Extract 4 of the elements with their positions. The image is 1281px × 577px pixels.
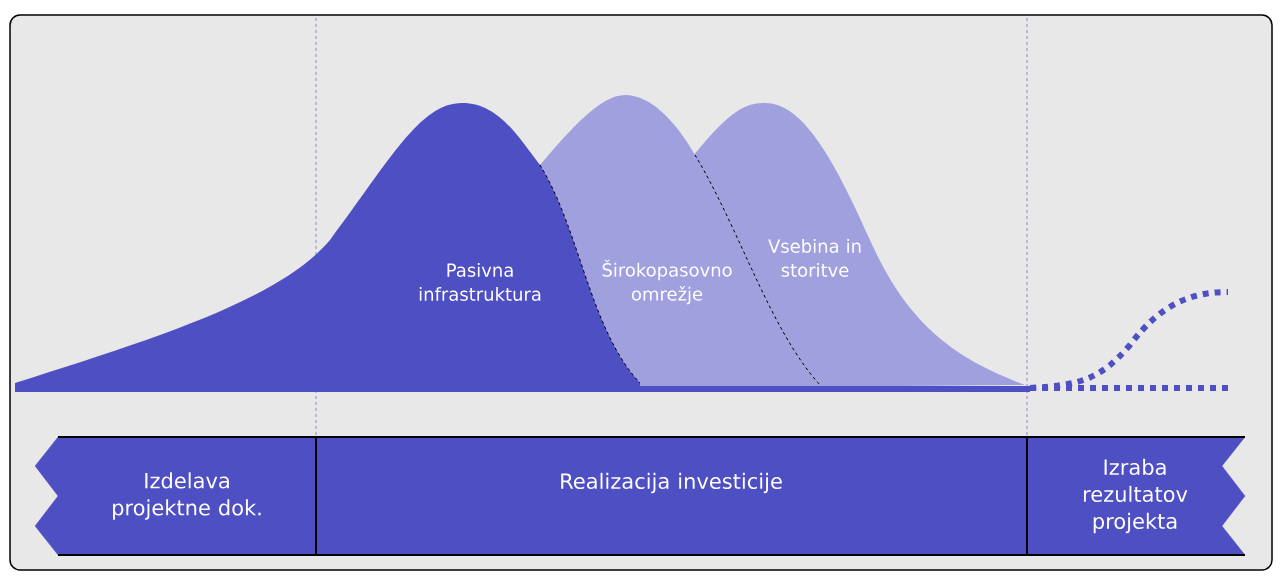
banner-segment: Izdelava projektne dok. [34,436,317,556]
banner-segment: Izraba rezultatov projekta [1026,436,1246,556]
node-label: Pasivna infrastruktura [419,263,541,301]
banner-segment: Realizacija investicije [315,436,1028,556]
